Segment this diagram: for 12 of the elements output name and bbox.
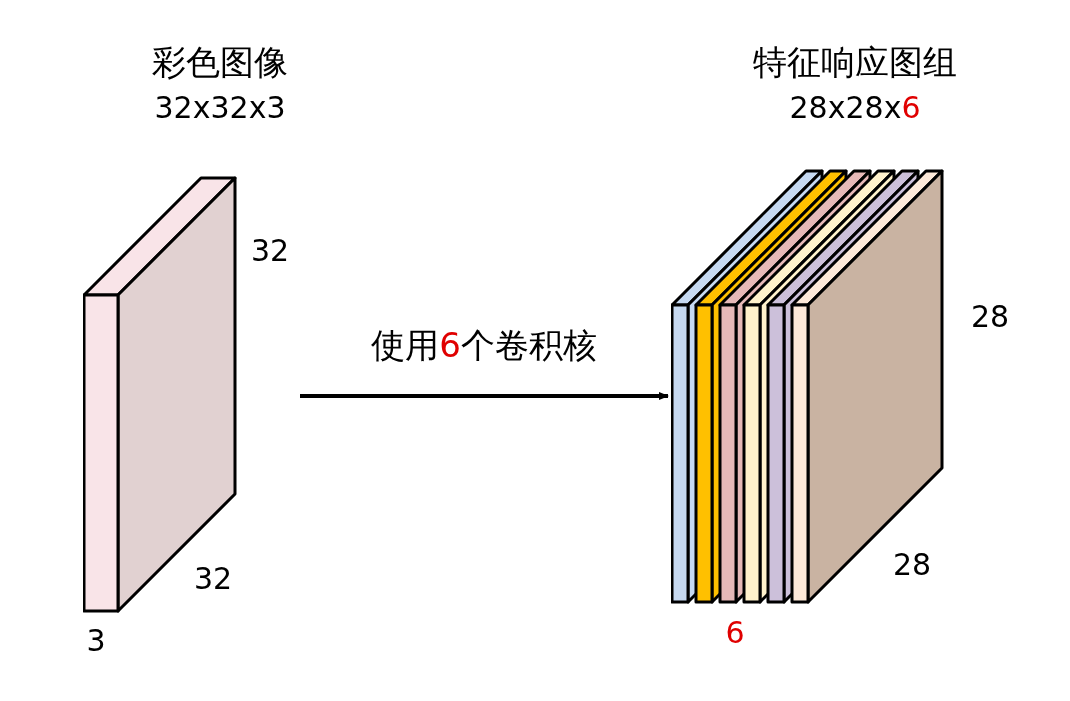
dimension-text: 28x28x6 [789, 89, 921, 127]
dimension-label: 32 [250, 232, 290, 270]
dimension-label: 32 [193, 560, 233, 598]
arrow [300, 392, 669, 400]
dimension-label: 3 [86, 622, 106, 660]
heading: 特征响应图组 [753, 43, 957, 81]
edge-label: 使用6个卷积核 [371, 326, 597, 364]
dimension-label: 6 [725, 614, 745, 652]
dimension-text: 32x32x3 [154, 89, 286, 127]
dimension-label: 28 [970, 298, 1010, 336]
dimension-label: 28 [892, 546, 932, 584]
heading: 彩色图像 [152, 43, 288, 81]
